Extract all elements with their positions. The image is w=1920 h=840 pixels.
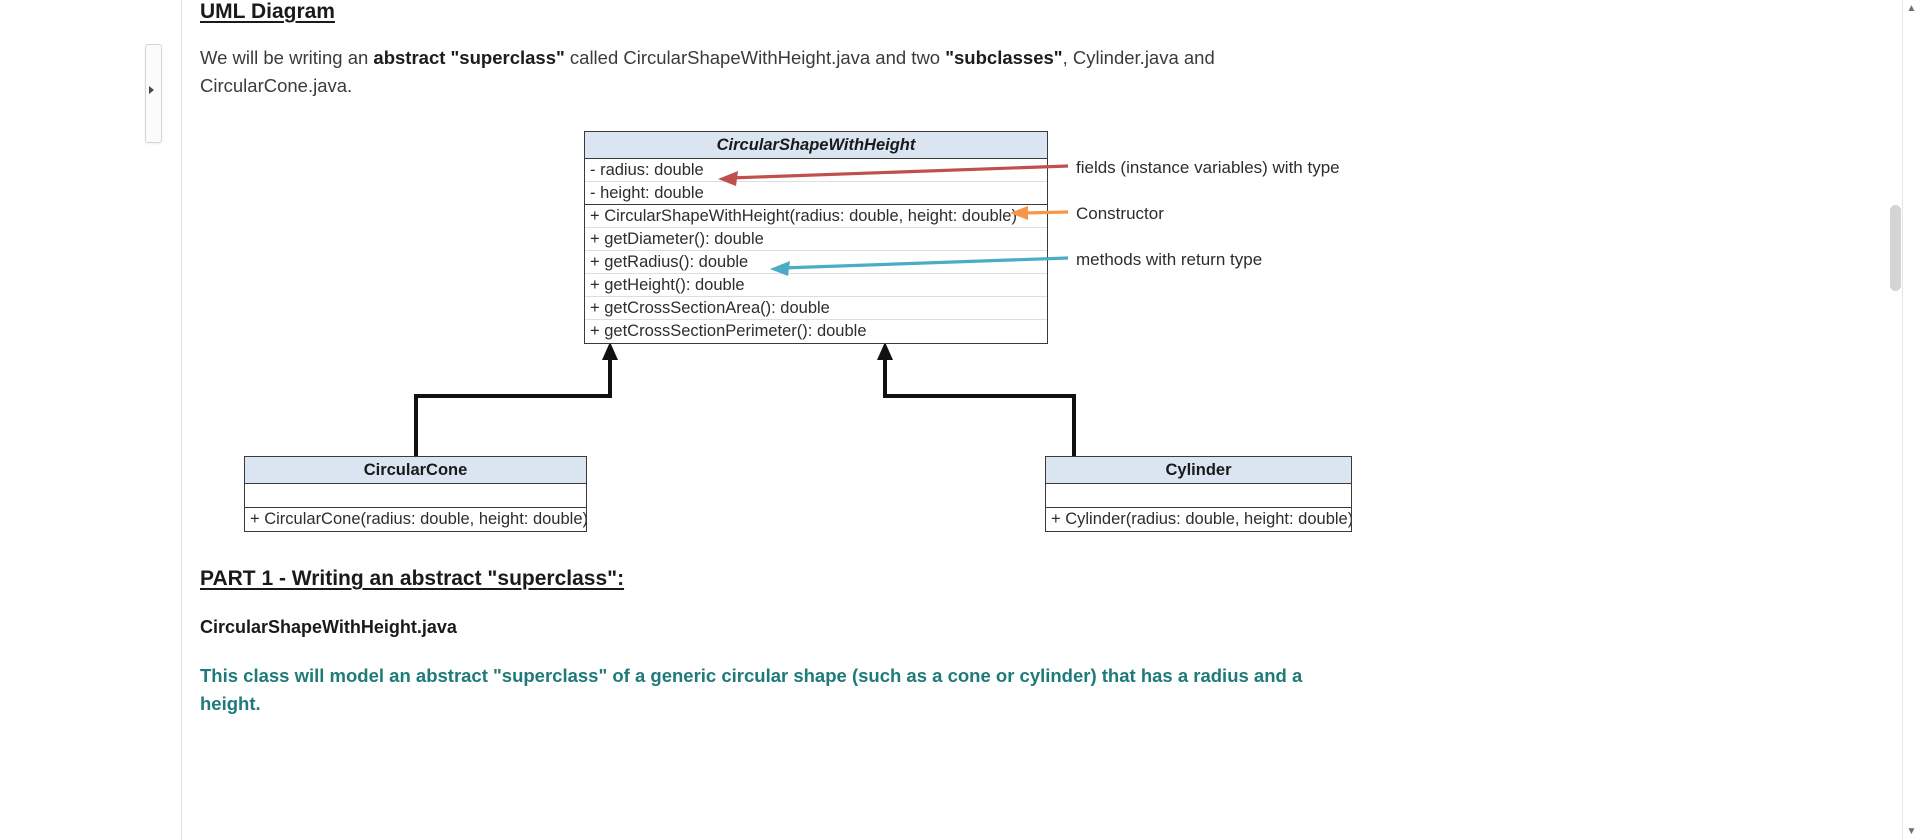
intro-suffix: , Cylinder.java and CircularCone.java. [200,47,1215,96]
closing-paragraph: This class will model an abstract "super… [200,665,1303,714]
scroll-up-icon[interactable]: ▲ [1906,3,1917,14]
uml-method-row: + getCrossSectionPerimeter(): double [590,322,867,340]
annotation-label-fields: fields (instance variables) with type [1076,158,1340,177]
uml-method-row: + Cylinder(radius: double, height: doubl… [1051,510,1351,528]
uml-empty-fields-compartment [1046,484,1351,508]
uml-method-row: + getRadius(): double [585,251,1047,274]
document-content: UML Diagram We will be writing an abstra… [182,0,1378,840]
intro-prefix: We will be writing an [200,47,374,68]
annotation-label-constructor: Constructor [1076,204,1164,223]
inner-scrollbar-track[interactable] [1888,0,1902,840]
gutter-divider [181,0,182,840]
part1-heading: PART 1 - Writing an abstract "superclass… [200,567,625,590]
uml-field-row: - height: double [585,182,1047,205]
chevron-right-icon[interactable] [149,86,154,94]
uml-method-row: + CircularShapeWithHeight(radius: double… [585,205,1047,228]
uml-empty-fields-compartment [245,484,586,508]
uml-class-name-superclass: CircularShapeWithHeight [585,132,1047,159]
page-title: UML Diagram [200,0,335,23]
intro-bold-subclasses: "subclasses" [945,47,1063,68]
uml-field-row: - radius: double [585,159,1047,182]
outer-scrollbar-track[interactable] [1902,0,1920,840]
uml-class-name-cylinder: Cylinder [1046,457,1351,484]
uml-class-cylinder: Cylinder + Cylinder(radius: double, heig… [1045,456,1352,532]
uml-method-row: + getDiameter(): double [585,228,1047,251]
intro-middle: called CircularShapeWithHeight.java and … [564,47,946,68]
uml-method-row: + getHeight(): double [585,274,1047,297]
inner-scrollbar-thumb[interactable] [1890,205,1901,291]
uml-method-row: + getCrossSectionArea(): double [585,297,1047,320]
annotation-label-methods: methods with return type [1076,250,1263,269]
intro-bold-superclass: abstract "superclass" [373,47,565,68]
uml-class-superclass: CircularShapeWithHeight - radius: double… [584,131,1048,344]
intro-paragraph: We will be writing an abstract "supercla… [200,44,1280,100]
uml-class-circularcone: CircularCone + CircularCone(radius: doub… [244,456,587,532]
uml-class-name-circularcone: CircularCone [245,457,586,484]
file-name-label: CircularShapeWithHeight.java [200,617,457,637]
uml-method-row: + CircularCone(radius: double, height: d… [250,510,586,528]
scroll-down-icon[interactable]: ▼ [1906,826,1917,837]
